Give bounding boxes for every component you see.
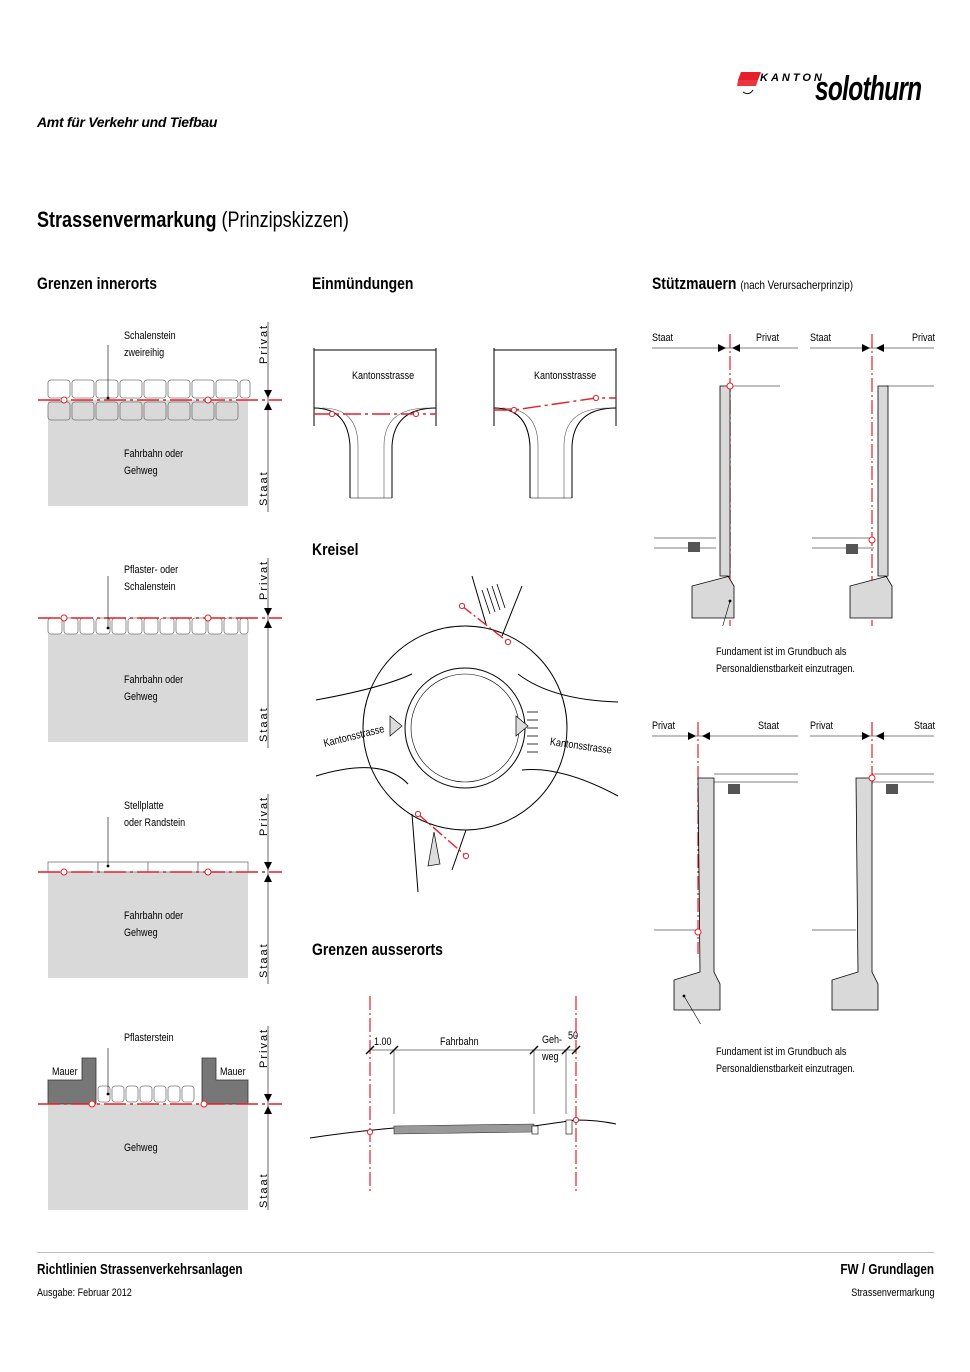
stuetzmauer-top-right-drawing (810, 334, 934, 626)
stuetzmauer-top-left-drawing (652, 334, 798, 657)
innerorts-4-staat: Staat (258, 1172, 270, 1208)
label-line: zweireihig (124, 347, 165, 360)
label-line: Schalenstein (124, 581, 176, 594)
stuetz-br-right: Staat (914, 720, 936, 732)
innerorts-3-label-top: Stellplatte oder Randstein (124, 798, 185, 832)
title-main: Strassenvermarkung (37, 207, 217, 232)
innerorts-diagram-3-drawing (38, 794, 282, 984)
stuetzmauern-note: (nach Verursacherprinzip) (740, 278, 853, 292)
stuetz-tr-right: Privat (912, 332, 936, 344)
innerorts-4-privat: Privat (258, 1027, 270, 1068)
label-line: Fahrbahn oder (124, 448, 184, 460)
innerorts-3-privat: Privat (258, 795, 270, 836)
innerorts-4-label-top: Pflasterstein (124, 1032, 174, 1044)
einmuendung-left-label: Kantonsstrasse (352, 370, 415, 382)
stuetzmauer-top-right: Staat Privat (808, 326, 938, 626)
innerorts-2-staat: Staat (258, 706, 270, 742)
einmuendung-diagram-left: Kantonsstrasse (312, 346, 442, 506)
stuetzmauer-bottom-right: Privat Staat (808, 714, 938, 1024)
label-line: Pflaster- oder (124, 564, 179, 576)
label-line: Gehweg (124, 691, 158, 704)
stuetzmauer-bottom-left: Privat Staat (650, 714, 800, 1051)
label-line: Geh- (542, 1034, 563, 1046)
label-line: Fundament ist im Grundbuch als (716, 1046, 847, 1058)
innerorts-diagram-2-drawing (38, 558, 282, 748)
ausserorts-drawing (309, 996, 617, 1192)
stuetzmauer-top-left: Staat Privat (650, 326, 800, 657)
kanton-logo (737, 66, 937, 110)
kreisel-diagram: Kantonsstrasse Kantonsstrasse (312, 570, 622, 900)
footer-left-title: Richtlinien Strassenverkehrsanlagen (37, 1261, 243, 1278)
label-line: Gehweg (124, 927, 158, 940)
innerorts-4-label-area: Gehweg (124, 1142, 158, 1154)
einmuendung-diagram-right: Kantonsstrasse (492, 346, 622, 506)
heading-einmuendungen: Einmündungen (312, 274, 414, 293)
innerorts-3-staat: Staat (258, 942, 270, 978)
label-line: Fundament ist im Grundbuch als (716, 646, 847, 658)
page-title: Strassenvermarkung (Prinzipskizzen) (37, 207, 349, 233)
stuetzmauer-bottom-right-drawing (810, 722, 934, 1011)
label-line: Gehweg (124, 465, 158, 478)
innerorts-1-staat: Staat (258, 470, 270, 506)
ausserorts-fahrbahn: Fahrbahn (440, 1036, 479, 1048)
title-sub: (Prinzipskizzen) (221, 207, 349, 232)
heading-ausserorts: Grenzen ausserorts (312, 940, 443, 959)
stuetz-tr-left: Staat (810, 332, 832, 344)
heading-kreisel: Kreisel (312, 540, 359, 559)
footer-right-title: FW / Grundlagen (840, 1261, 934, 1278)
innerorts-4-wall-left: Mauer (52, 1066, 78, 1078)
footer-left-sub: Ausgabe: Februar 2012 (37, 1287, 132, 1299)
logo-solothurn-text: solothurn (815, 70, 922, 108)
label-line: oder Randstein (124, 817, 186, 830)
label-line: Personaldienstbarkeit einzutragen. (716, 663, 855, 676)
stuetzmauern-title: Stützmauern (652, 274, 737, 293)
stuetz-tl-right: Privat (756, 332, 780, 344)
label-line: Stellplatte (124, 800, 164, 812)
innerorts-1-label-top: Schalenstein zweireihig (124, 328, 176, 362)
footer-right-sub: Strassenvermarkung (850, 1287, 934, 1299)
heading-stuetzmauern: Stützmauern (nach Verursacherprinzip) (652, 274, 853, 294)
heading-innerorts: Grenzen innerorts (37, 274, 158, 293)
einmuendung-right-drawing (493, 348, 617, 499)
innerorts-1-privat: Privat (258, 323, 270, 364)
stuetz-bl-right: Staat (758, 720, 780, 732)
label-line: Fahrbahn oder (124, 910, 184, 922)
innerorts-2-privat: Privat (258, 559, 270, 600)
label-line: weg (542, 1051, 559, 1064)
innerorts-4-wall-right: Mauer (220, 1066, 246, 1078)
kreisel-drawing (315, 575, 619, 893)
ausserorts-dim-left: 1.00 (374, 1036, 392, 1048)
stuetzmauer-bottom-left-drawing (652, 722, 798, 1051)
innerorts-diagram-1-drawing (38, 322, 282, 512)
ausserorts-diagram: 1.00 Fahrbahn Geh-weg 50 (308, 996, 620, 1196)
stuetz-br-left: Privat (810, 720, 834, 732)
label-line: Schalenstein (124, 330, 176, 342)
logo-flag-icon (737, 72, 761, 95)
innerorts-diagram-4-drawing (38, 1026, 282, 1210)
ausserorts-dim-right: 50 (568, 1030, 579, 1042)
innerorts-diagram-4: Pflasterstein Mauer Mauer Gehweg Privat … (36, 1024, 286, 1214)
einmuendung-right-label: Kantonsstrasse (534, 370, 597, 382)
logo-kanton-text: KANTON (760, 72, 825, 84)
stuetz-tl-left: Staat (652, 332, 674, 344)
stuetz-bl-left: Privat (652, 720, 676, 732)
label-line: Fahrbahn oder (124, 674, 184, 686)
einmuendung-left-drawing (313, 348, 437, 499)
label-line: Personaldienstbarkeit einzutragen. (716, 1063, 855, 1076)
department-name: Amt für Verkehr und Tiefbau (37, 114, 218, 130)
ausserorts-gehweg: Geh-weg (542, 1032, 562, 1066)
footer-divider (37, 1252, 934, 1253)
